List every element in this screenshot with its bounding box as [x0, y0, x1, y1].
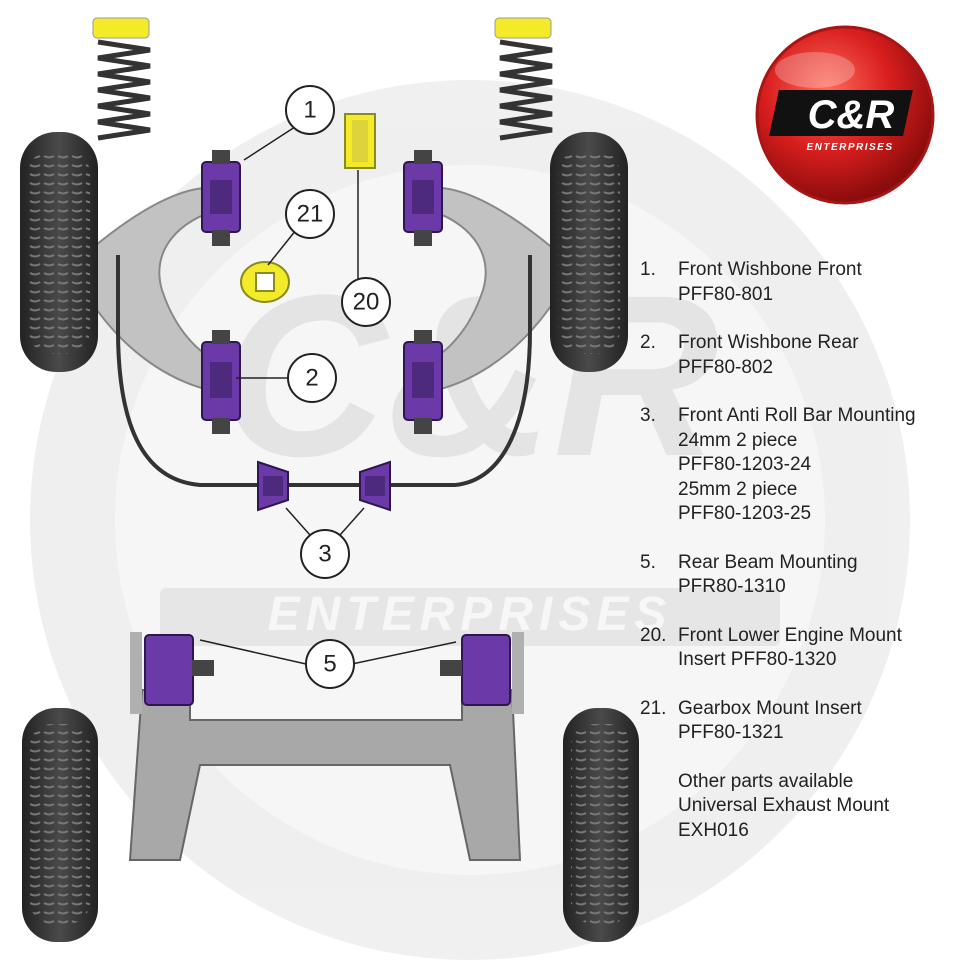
callout-20: 20: [341, 277, 391, 327]
callout-1: 1: [285, 85, 335, 135]
rear-suspension: [22, 632, 639, 942]
other-parts-line: Universal Exhaust Mount: [678, 795, 890, 816]
callout-label: 20: [353, 289, 380, 316]
other-parts-line: Other parts available: [678, 770, 854, 792]
legend-line: PFF80-1321: [678, 722, 784, 743]
legend-text: Front Wishbone Front PFF80-801: [678, 258, 955, 307]
legend-line: Insert PFF80-1320: [678, 649, 837, 670]
legend-line: Front Wishbone Rear: [678, 332, 859, 353]
rear-left-tyre: [22, 708, 98, 942]
bush-5-left: [130, 632, 214, 714]
legend-item: 20. Front Lower Engine Mount Insert PFF8…: [640, 624, 955, 673]
callout-label: 2: [305, 365, 318, 392]
front-right-tyre: [550, 132, 628, 372]
legend-number: 3.: [640, 405, 656, 426]
right-spring: [494, 17, 553, 141]
legend-text: Gearbox Mount Insert PFF80-1321: [678, 697, 955, 746]
legend-number: 21.: [640, 697, 667, 719]
other-parts-line: EXH016: [678, 819, 749, 841]
logo-subtext: ENTERPRISES: [806, 142, 893, 153]
legend-line: Front Lower Engine Mount: [678, 624, 902, 646]
callout-label: 5: [323, 651, 336, 678]
legend-line: PFR80-1310: [678, 576, 786, 597]
legend-number: 1.: [640, 259, 656, 280]
legend-line: PFF80-1203-24: [678, 454, 812, 475]
front-suspension: [20, 17, 628, 512]
gearbox-mount-insert-21: [240, 261, 290, 303]
callout-label: 1: [303, 97, 316, 124]
legend-line: PFF80-801: [678, 283, 774, 305]
left-wishbone: [89, 186, 219, 394]
legend-item: 21. Gearbox Mount Insert PFF80-1321: [640, 697, 955, 746]
legend-item: 2. Front Wishbone Rear PFF80-802: [640, 331, 955, 380]
callout-5: 5: [305, 639, 355, 689]
legend-line: Front Wishbone Front: [678, 259, 862, 280]
anti-roll-bar: [116, 255, 532, 487]
bush-5-right: [440, 632, 524, 714]
parts-legend: 1. Front Wishbone Front PFF80-801 2. Fro…: [640, 258, 955, 843]
bush-1-right: [403, 150, 443, 246]
left-spring: [92, 17, 151, 141]
callout-21: 21: [285, 189, 335, 239]
legend-line: Rear Beam Mounting: [678, 551, 858, 573]
legend-number: 2.: [640, 332, 656, 353]
legend-text: Front Lower Engine Mount Insert PFF80-13…: [678, 624, 955, 673]
legend-item: 5. Rear Beam Mounting PFR80-1310: [640, 551, 955, 600]
legend-line: Front Anti Roll Bar Mounting: [678, 405, 916, 426]
callout-leaders: [199, 124, 457, 665]
legend-line: 25mm 2 piece: [678, 478, 798, 500]
front-left-tyre: [20, 132, 98, 372]
other-parts: Other parts available Universal Exhaust …: [678, 770, 955, 844]
bush-3-left: [257, 460, 289, 512]
brand-logo: C&R ENTERPRISES: [755, 25, 935, 205]
callout-3: 3: [300, 529, 350, 579]
bush-2-left: [201, 330, 241, 434]
legend-item: 3. Front Anti Roll Bar Mounting 24mm 2 p…: [640, 404, 955, 527]
bush-2-right: [403, 330, 443, 434]
rear-right-tyre: [563, 708, 639, 942]
right-wishbone: [427, 186, 556, 394]
bush-1-left: [201, 150, 241, 246]
legend-line: PFF80-1203-25: [678, 503, 812, 524]
legend-text: Rear Beam Mounting PFR80-1310: [678, 551, 955, 600]
legend-line: Gearbox Mount Insert: [678, 697, 862, 719]
watermark-enterprises: ENTERPRISES: [268, 588, 673, 641]
legend-number: 5.: [640, 551, 656, 573]
engine-mount-insert-20: [344, 113, 376, 169]
legend-line: PFF80-802: [678, 356, 774, 378]
legend-text: Front Wishbone Rear PFF80-802: [678, 331, 955, 380]
legend-item: 1. Front Wishbone Front PFF80-801: [640, 258, 955, 307]
callout-2: 2: [287, 353, 337, 403]
rear-beam: [128, 689, 522, 861]
legend-line: 24mm 2 piece: [678, 429, 798, 451]
legend-text: Front Anti Roll Bar Mounting 24mm 2 piec…: [678, 404, 955, 527]
legend-number: 20.: [640, 624, 667, 646]
bush-3-right: [359, 460, 391, 512]
callout-label: 3: [318, 541, 331, 568]
logo-text: C&R: [808, 93, 895, 137]
callout-label: 21: [297, 201, 324, 228]
